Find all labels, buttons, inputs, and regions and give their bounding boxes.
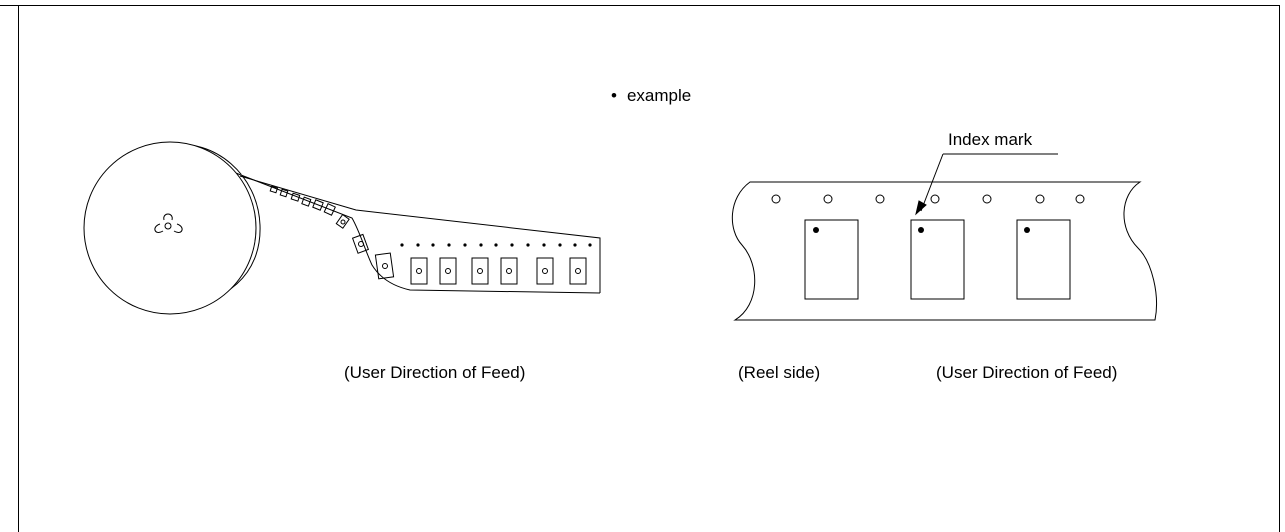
bullet-icon: • [611, 86, 617, 105]
index-mark-arrow-icon [915, 153, 1058, 216]
figure-frame [18, 5, 1280, 532]
pocket-3 [1016, 219, 1071, 300]
index-mark-label: Index mark [948, 130, 1033, 149]
index-dot [813, 227, 819, 233]
pocket-1 [804, 219, 859, 300]
reel-hub-icon [154, 213, 183, 233]
left-feed-caption: (User Direction of Feed) [344, 363, 526, 382]
pocket-2 [910, 219, 965, 300]
tape-detail [731, 181, 1157, 321]
example-text: example [626, 86, 692, 105]
right-feed-caption: (User Direction of Feed) [936, 363, 1118, 382]
top-rule [0, 5, 18, 6]
reel [83, 141, 601, 315]
index-dot [1024, 227, 1030, 233]
diagonal-pockets [269, 185, 395, 280]
reel-side-caption: (Reel side) [738, 363, 821, 382]
example-label: • example [611, 87, 691, 104]
sprocket-dots [400, 243, 592, 247]
sprocket-holes [771, 194, 1085, 204]
flat-tape-pockets [410, 257, 587, 285]
component-pockets [804, 219, 1071, 300]
index-dot [918, 227, 924, 233]
